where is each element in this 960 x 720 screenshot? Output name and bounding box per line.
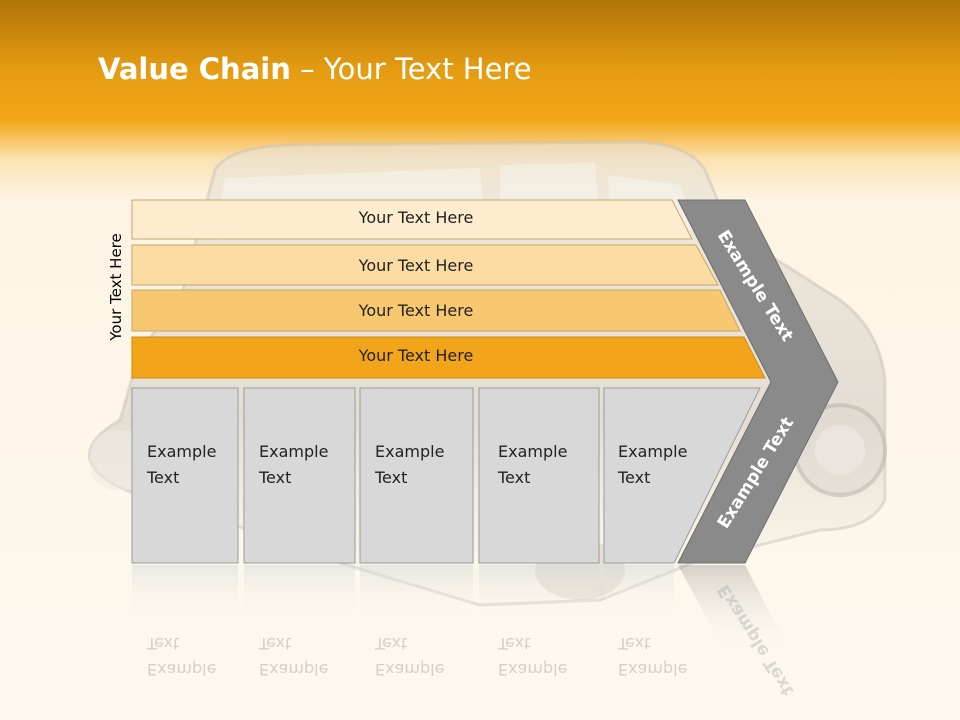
primary-cell-3 — [359, 387, 474, 564]
primary-cell-4 — [478, 387, 600, 564]
support-band-2 — [131, 244, 719, 286]
primary-cell-1-reflection: Example Text — [147, 634, 217, 679]
support-band-1 — [131, 199, 693, 240]
primary-cell-2-label: Example Text — [259, 442, 329, 487]
primary-cell-4-label: Example Text — [498, 442, 568, 487]
margin-chevron — [677, 199, 839, 564]
primary-cell-1-label: Example Text — [147, 442, 217, 487]
primary-cell-2-reflection: Example Text — [259, 634, 329, 679]
support-band-3 — [131, 289, 741, 332]
support-band-4-label: Your Text Here — [358, 346, 474, 365]
primary-cell-3-label: Example Text — [375, 442, 445, 487]
support-band-1-label: Your Text Here — [358, 208, 474, 227]
primary-cell-4-reflection: Example Text — [498, 634, 568, 679]
title-bold: Value Chain — [98, 52, 291, 86]
primary-cell-5 — [603, 387, 761, 564]
primary-cell-5-reflection: Example Text — [618, 634, 688, 679]
support-band-4 — [131, 336, 766, 379]
primary-cell-2 — [243, 387, 356, 564]
primary-cell-5-label: Example Text — [618, 442, 688, 487]
support-band-3-label: Your Text Here — [358, 301, 474, 320]
title-rest: – Your Text Here — [290, 52, 532, 86]
primary-cell-3-reflection: Example Text — [375, 634, 445, 679]
support-band-2-label: Your Text Here — [358, 256, 474, 275]
slide-title: Value Chain – Your Text Here — [98, 52, 532, 86]
primary-cell-1 — [131, 387, 239, 564]
